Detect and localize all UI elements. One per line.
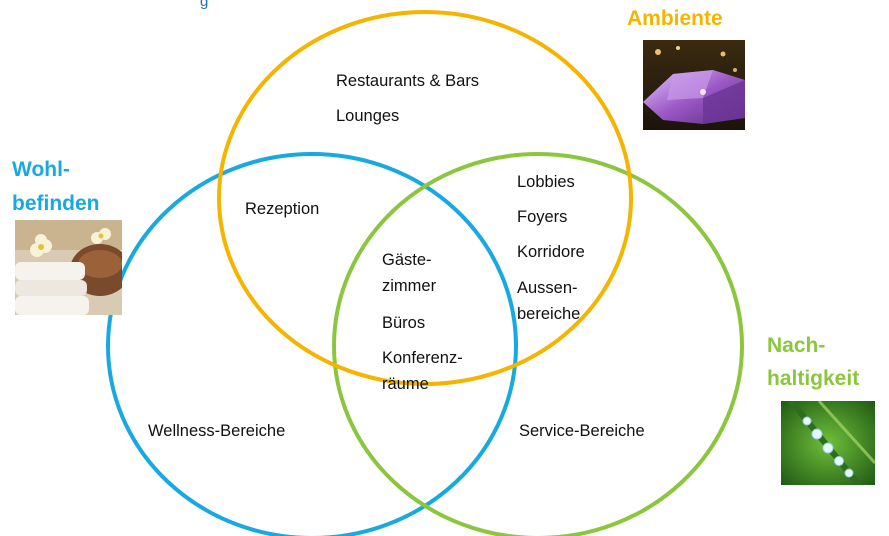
nachhaltigkeit-heading-line2: haltigkeit: [767, 367, 860, 390]
cut-off-title-fragment: g: [200, 0, 209, 10]
ambiente-circle: [217, 10, 633, 386]
dewdrops-grass-photo: [781, 401, 875, 485]
label-lobbies: Lobbies: [517, 173, 575, 191]
nachhaltigkeit-circle: [332, 152, 744, 536]
label-wellness-bereiche: Wellness-Bereiche: [148, 422, 286, 440]
wohlbefinden-heading-line1: Wohl-: [12, 158, 70, 181]
label-korridore: Korridore: [517, 243, 585, 261]
spa-towels-flowers-photo: [15, 220, 122, 315]
label-gaeste: Gäste-: [382, 251, 432, 269]
label-raeume: räume: [382, 375, 429, 393]
label-service-bereiche: Service-Bereiche: [519, 422, 645, 440]
label-rezeption: Rezeption: [245, 200, 320, 218]
label-restaurants-bars: Restaurants & Bars: [336, 72, 480, 90]
label-foyers: Foyers: [517, 208, 568, 226]
label-lounges: Lounges: [336, 107, 400, 125]
label-konferenz: Konferenz-: [382, 349, 463, 367]
wohlbefinden-heading-line2: befinden: [12, 192, 100, 215]
label-bueros: Büros: [382, 314, 426, 332]
ambiente-heading: Ambiente: [627, 7, 723, 30]
nachhaltigkeit-heading-line1: Nach-: [767, 334, 826, 357]
label-zimmer: zimmer: [382, 277, 437, 295]
wohlbefinden-circle: [106, 152, 518, 536]
label-bereiche: bereiche: [517, 305, 581, 323]
label-aussen: Aussen-: [517, 279, 578, 297]
crystal-chandelier-photo: [643, 40, 745, 130]
